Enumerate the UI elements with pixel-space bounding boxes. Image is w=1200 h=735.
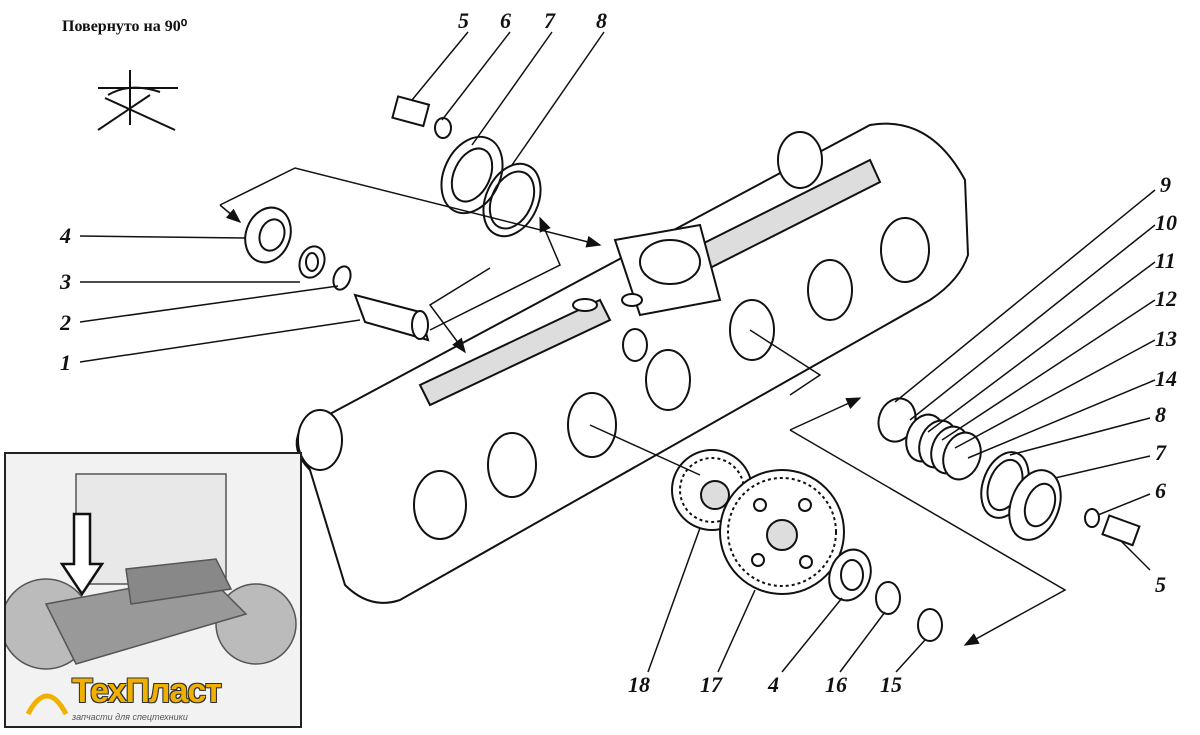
gearbox-housing: [295, 122, 970, 604]
callout-8-right: 8: [1155, 402, 1166, 427]
ring-stack-parts-9-14: [877, 397, 982, 481]
brand-logo: ТехПласт запчасти для спецтехники: [24, 670, 294, 728]
callout-3: 3: [59, 269, 71, 294]
callout-9: 9: [1160, 172, 1171, 197]
callout-6-right: 6: [1155, 478, 1166, 503]
bolt-part-5-right: [1101, 514, 1141, 547]
callout-5-right: 5: [1155, 572, 1166, 597]
callout-7-right: 7: [1155, 440, 1167, 465]
callout-2: 2: [59, 310, 71, 335]
callout-7-top: 7: [544, 8, 556, 33]
gasket-part-8-top: [482, 162, 542, 238]
callout-10: 10: [1155, 210, 1177, 235]
logo-name: ТехПласт: [72, 672, 222, 710]
callout-15: 15: [880, 672, 902, 697]
callout-5-top: 5: [458, 8, 469, 33]
callout-1: 1: [60, 350, 71, 375]
ring-part-3: [298, 245, 326, 279]
nut-part-15: [917, 608, 943, 642]
gear-part-17: [719, 469, 845, 595]
excavator-icon: [25, 693, 69, 716]
callout-14: 14: [1155, 366, 1177, 391]
logo-tagline: запчасти для спецтехники: [72, 712, 188, 722]
flange-part-7-right: [1008, 469, 1062, 541]
bearing-part-4-left: [244, 206, 292, 264]
location-arrow: [59, 512, 105, 597]
callout-12: 12: [1155, 286, 1177, 311]
leader-lines: [79, 31, 1156, 673]
bearing-part-4-bottom: [828, 548, 872, 602]
callout-4-left: 4: [59, 223, 71, 248]
callout-16: 16: [825, 672, 847, 697]
machine-location-inset: [4, 452, 302, 728]
callout-numbers: 5 6 7 8 4 3 2 1 9 10 11 12 13 14 8 7 6 5…: [59, 8, 1177, 697]
callout-13: 13: [1155, 326, 1177, 351]
bolt-part-5-top: [391, 95, 431, 128]
circlip-part-2: [332, 265, 352, 291]
callout-6-top: 6: [500, 8, 511, 33]
lock-washer-part-16: [875, 581, 901, 615]
callout-18: 18: [628, 672, 650, 697]
flange-part-7-top: [440, 135, 504, 215]
washer-part-6-top: [434, 117, 452, 139]
shaft-part-1: [353, 293, 430, 342]
callout-11: 11: [1155, 248, 1176, 273]
callout-4-bottom: 4: [767, 672, 779, 697]
rotation-symbol: [97, 70, 178, 131]
rotation-caption: Повернуто на 90⁰: [62, 18, 188, 35]
callout-8-top: 8: [596, 8, 607, 33]
callout-17: 17: [700, 672, 723, 697]
washer-part-6-right: [1084, 508, 1100, 528]
